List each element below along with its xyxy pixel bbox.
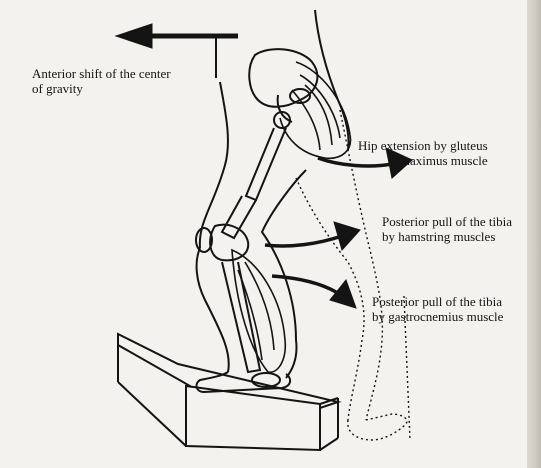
label-hip-extension-line2: maximus muscle	[358, 153, 488, 168]
label-anterior-shift-line1: Anterior shift of the center	[32, 66, 171, 81]
label-gastrocnemius-pull-line2: by gastrocnemius muscle	[372, 309, 503, 324]
arrow-hamstring-pull	[265, 222, 360, 250]
label-hip-extension-line1: Hip extension by gluteus	[358, 138, 488, 153]
arrow-gastrocnemius-pull	[272, 276, 356, 308]
label-gastrocnemius-pull-line1: Posterior pull of the tibia	[372, 294, 503, 309]
label-gastrocnemius-pull: Posterior pull of the tibia by gastrocne…	[372, 294, 503, 324]
label-hip-extension: Hip extension by gluteus maximus muscle	[358, 138, 488, 168]
label-anterior-shift: Anterior shift of the center of gravity	[32, 66, 171, 96]
label-hamstring-pull-line1: Posterior pull of the tibia	[382, 214, 512, 229]
femur	[222, 112, 290, 238]
label-hamstring-pull: Posterior pull of the tibia by hamstring…	[382, 214, 512, 244]
page-edge-shadow	[527, 0, 541, 468]
label-anterior-shift-line2: of gravity	[32, 81, 171, 96]
label-hamstring-pull-line2: by hamstring muscles	[382, 229, 512, 244]
